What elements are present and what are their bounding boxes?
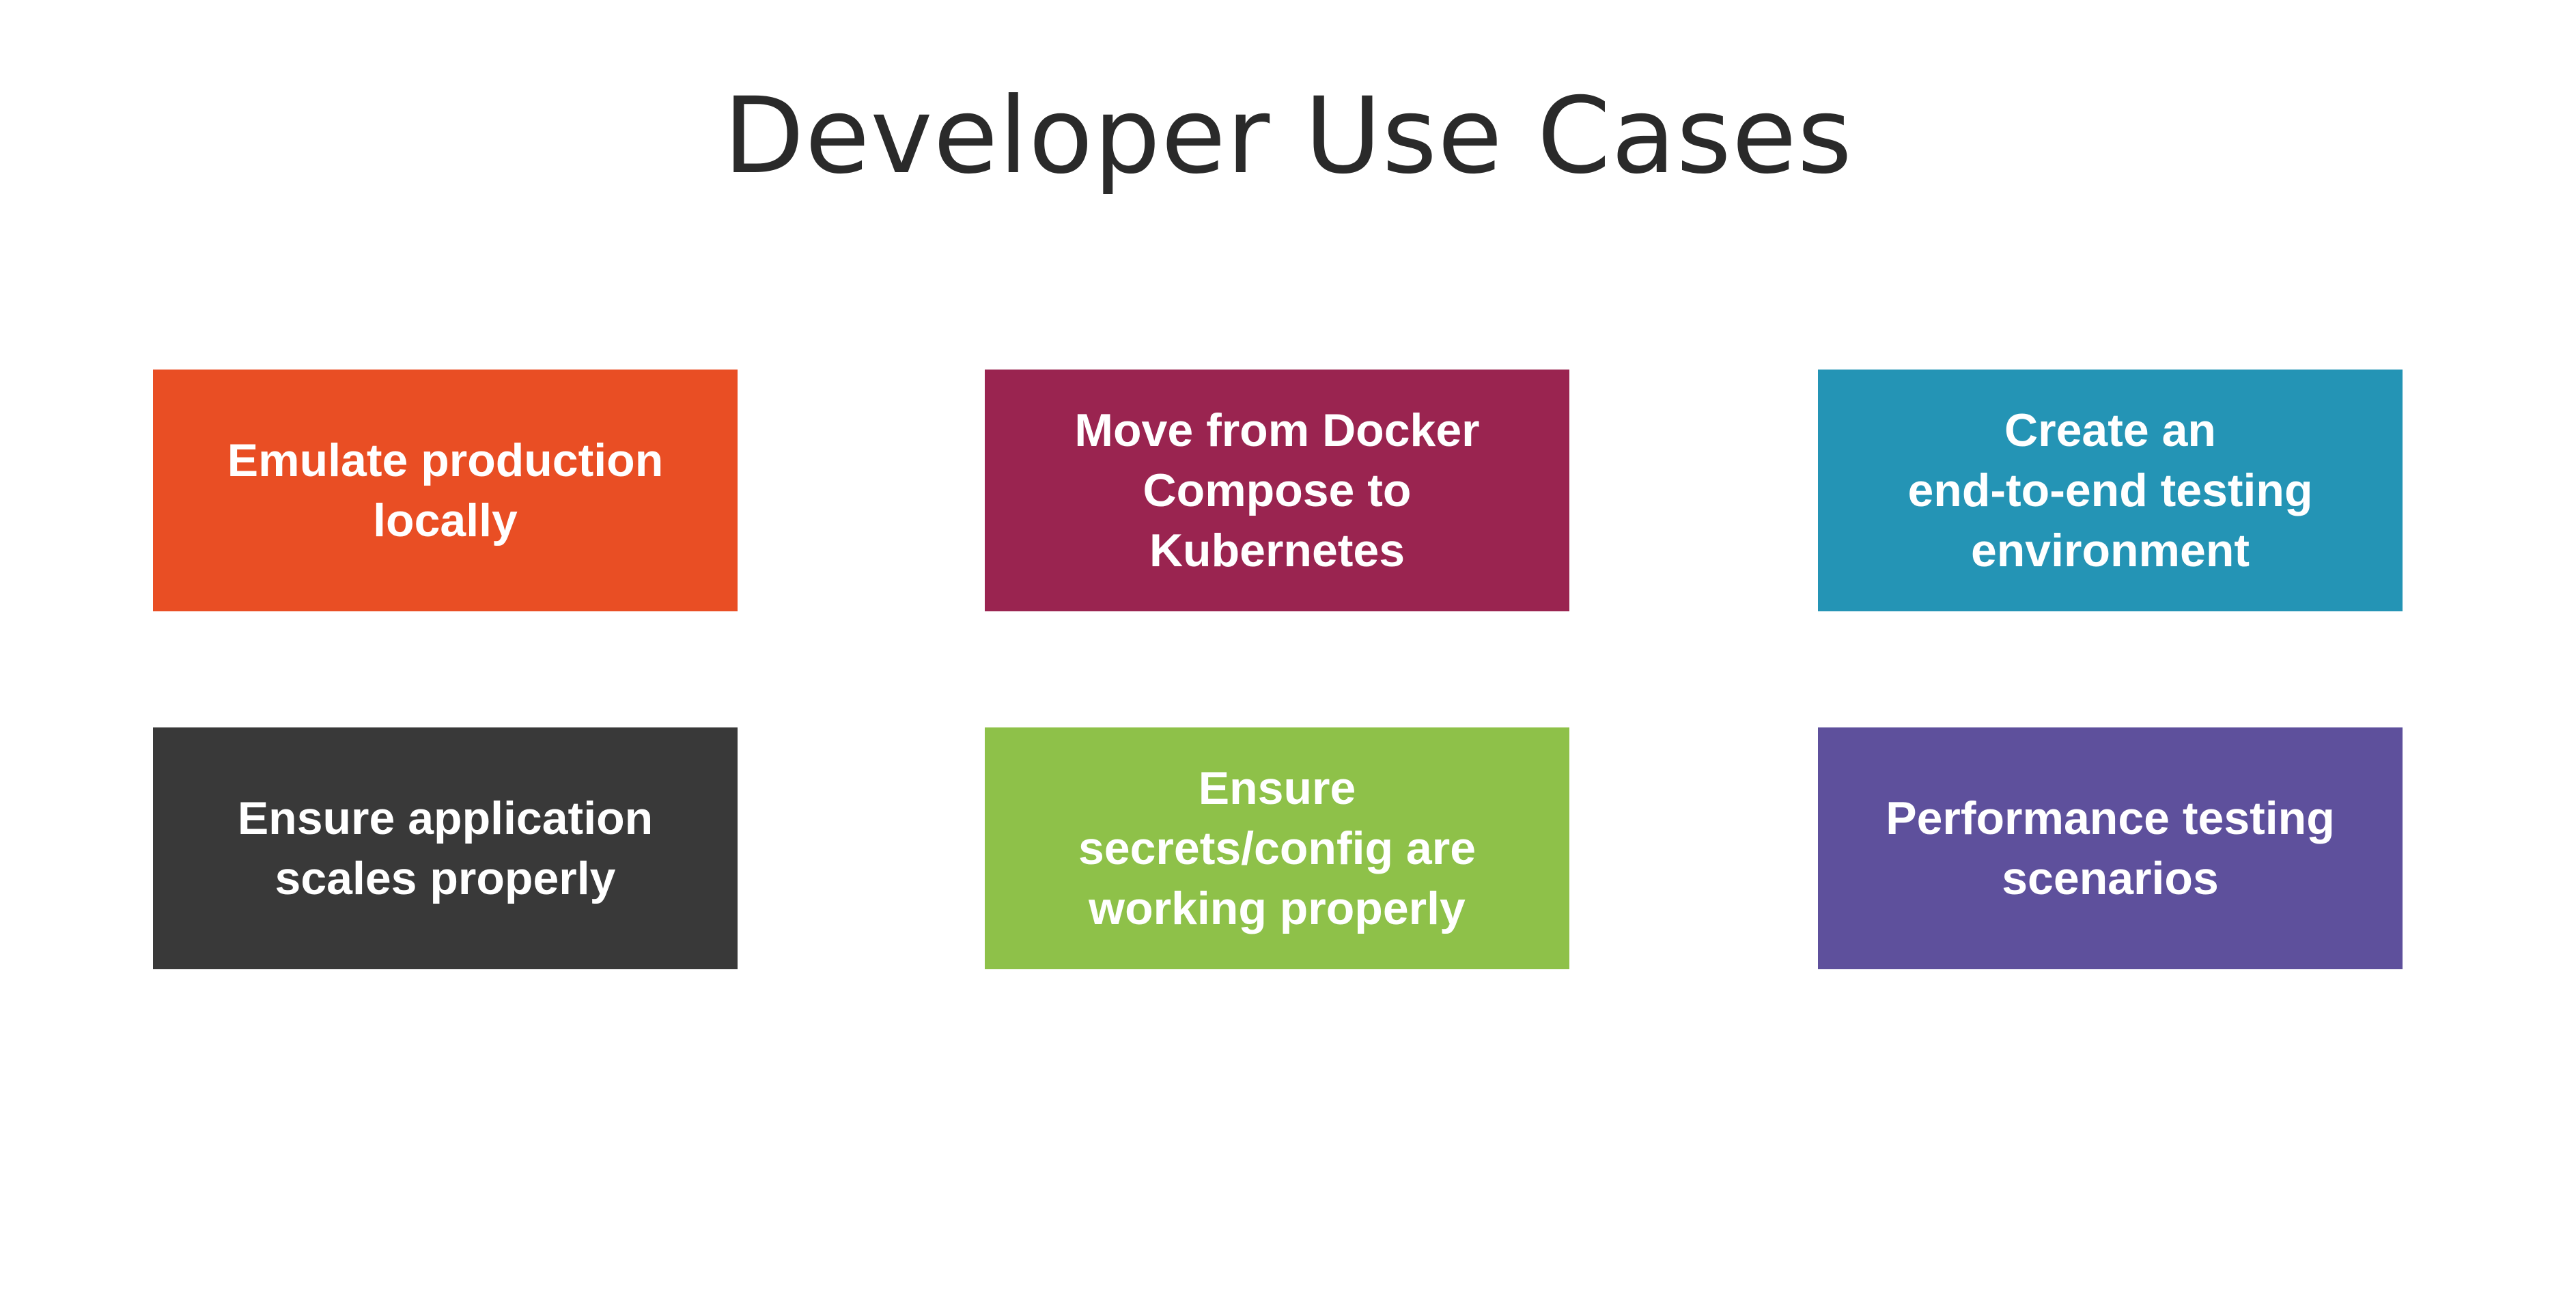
card-label: Ensure secrets/config are working proper…	[1078, 762, 1476, 934]
card-docker-compose-to-kubernetes: Move from Docker Compose to Kubernetes	[985, 370, 1569, 611]
card-emulate-production: Emulate production locally	[153, 370, 738, 611]
card-label: Create an end-to-end testing environment	[1907, 404, 2313, 576]
card-end-to-end-testing: Create an end-to-end testing environment	[1818, 370, 2403, 611]
card-label: Ensure application scales properly	[237, 792, 654, 904]
card-label: Emulate production locally	[227, 434, 664, 546]
card-secrets-config: Ensure secrets/config are working proper…	[985, 727, 1569, 969]
card-application-scales: Ensure application scales properly	[153, 727, 738, 969]
card-label: Move from Docker Compose to Kubernetes	[1074, 404, 1480, 576]
card-performance-testing: Performance testing scenarios	[1818, 727, 2403, 969]
slide-title: Developer Use Cases	[723, 75, 1853, 197]
card-label: Performance testing scenarios	[1886, 792, 2335, 904]
